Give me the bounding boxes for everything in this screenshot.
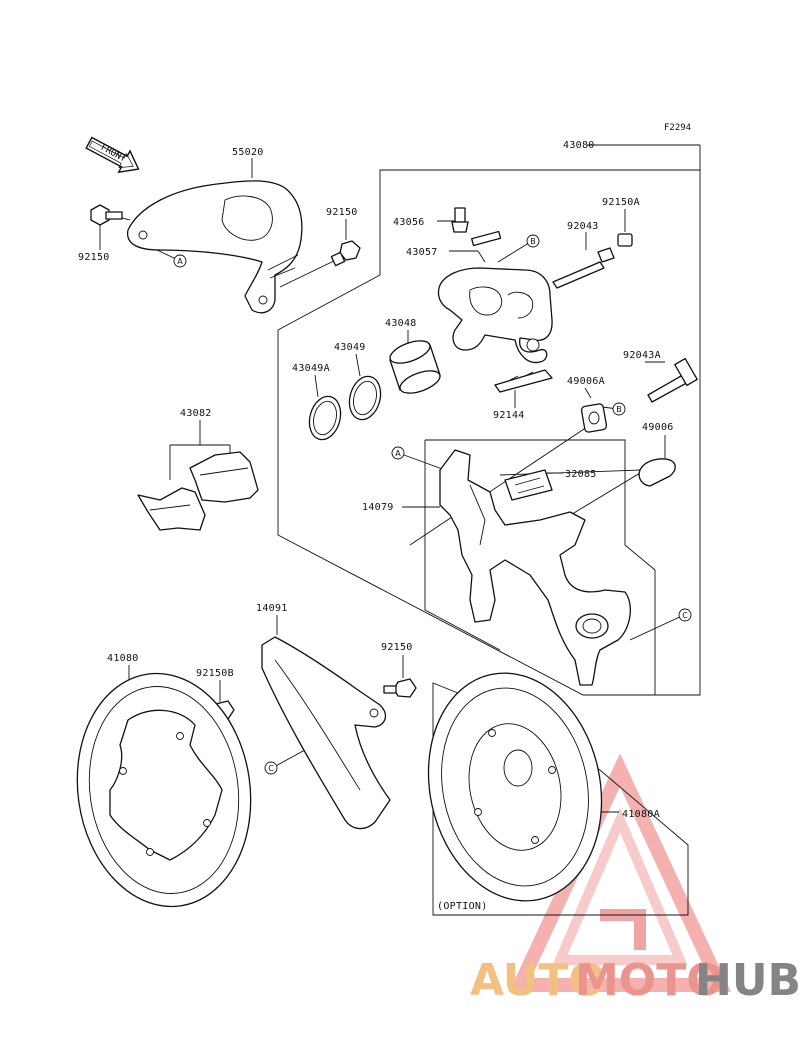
brake-disc-41080A bbox=[427, 672, 603, 902]
label-92144: 92144 bbox=[493, 410, 525, 421]
watermark-text-moto: MOTO bbox=[575, 955, 724, 1006]
svg-text:B: B bbox=[616, 405, 622, 414]
bolt-92150-left bbox=[90, 204, 123, 226]
callout-b-1: B bbox=[526, 234, 540, 248]
callout-c-2: C bbox=[264, 761, 278, 775]
boot-49006 bbox=[638, 458, 676, 487]
svg-text:A: A bbox=[395, 449, 401, 458]
plug-92150A bbox=[617, 233, 633, 247]
caliper-body bbox=[437, 267, 553, 364]
brake-pads-43082 bbox=[137, 451, 259, 531]
label-43057: 43057 bbox=[406, 247, 438, 258]
svg-text:A: A bbox=[177, 257, 183, 266]
diagram-code: F2294 bbox=[664, 123, 691, 133]
label-32085: 32085 bbox=[565, 469, 597, 480]
label-43049A: 43049A bbox=[292, 363, 330, 374]
pin-92043A bbox=[647, 357, 698, 403]
label-92043: 92043 bbox=[567, 221, 599, 232]
callout-c-1: C bbox=[678, 608, 692, 622]
label-43082: 43082 bbox=[180, 408, 212, 419]
callout-b-2: B bbox=[612, 402, 626, 416]
watermark-text-auto: AUTO bbox=[470, 955, 606, 1006]
label-49006: 49006 bbox=[642, 422, 674, 433]
label-55020: 55020 bbox=[232, 147, 264, 158]
assembly-frame-43080 bbox=[277, 169, 701, 696]
boot-49006A bbox=[580, 403, 608, 433]
disc-guard-14091 bbox=[261, 636, 391, 830]
pad-spring-32085 bbox=[504, 469, 553, 501]
label-92150-top: 92150 bbox=[326, 207, 358, 218]
label-14079: 14079 bbox=[362, 502, 394, 513]
label-option: (OPTION) bbox=[437, 901, 488, 912]
svg-text:B: B bbox=[530, 237, 536, 246]
label-92043A: 92043A bbox=[623, 350, 661, 361]
label-43056: 43056 bbox=[393, 217, 425, 228]
bolt-92150-top bbox=[330, 240, 361, 267]
brake-disc-41080 bbox=[76, 672, 252, 908]
label-92150A: 92150A bbox=[602, 197, 640, 208]
label-43080: 43080 bbox=[563, 140, 595, 151]
seal-43049A bbox=[308, 395, 342, 441]
seal-43049 bbox=[348, 375, 382, 421]
label-92150-left: 92150 bbox=[78, 252, 110, 263]
front-arrow-icon bbox=[85, 136, 140, 174]
label-43048: 43048 bbox=[385, 318, 417, 329]
callout-a-1: A bbox=[173, 254, 187, 268]
caliper-guard-55020 bbox=[127, 180, 303, 314]
label-92150B: 92150B bbox=[196, 668, 234, 679]
watermark-text-hub: HUB bbox=[695, 955, 800, 1006]
pin-92043 bbox=[552, 247, 615, 289]
label-41080: 41080 bbox=[107, 653, 139, 664]
label-49006A: 49006A bbox=[567, 376, 605, 387]
piston-43048 bbox=[389, 340, 441, 394]
spring-92144 bbox=[494, 369, 553, 393]
caliper-bracket-14079 bbox=[439, 449, 631, 686]
label-41080A: 41080A bbox=[622, 809, 660, 820]
part-labels: 55020 43080 92150 92150 43056 43057 9215… bbox=[78, 140, 674, 912]
watermark-logo: AUTO MOTO HUB bbox=[470, 753, 800, 1006]
pin-plug-43057 bbox=[471, 230, 502, 247]
svg-text:C: C bbox=[268, 764, 274, 773]
bolt-92150-mid bbox=[383, 678, 417, 698]
label-92150-mid: 92150 bbox=[381, 642, 413, 653]
svg-text:C: C bbox=[682, 611, 688, 620]
callout-a-2: A bbox=[391, 446, 405, 460]
label-14091: 14091 bbox=[256, 603, 288, 614]
bleeder-43056 bbox=[451, 207, 469, 233]
label-43049: 43049 bbox=[334, 342, 366, 353]
